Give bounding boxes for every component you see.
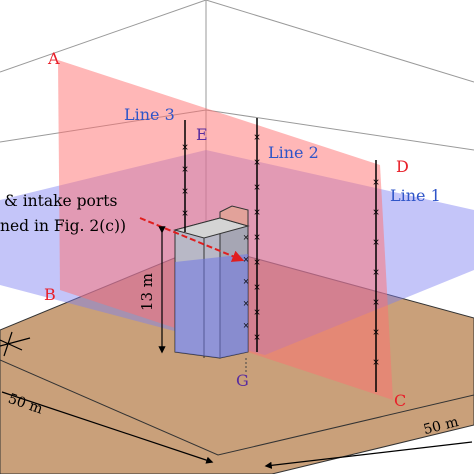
svg-text:×: × xyxy=(243,233,250,242)
svg-text:×: × xyxy=(181,165,189,175)
svg-text:×: × xyxy=(181,187,189,197)
svg-text:×: × xyxy=(372,298,380,308)
point-g-label: G xyxy=(236,371,249,390)
point-d-label: D xyxy=(396,157,409,176)
line-3-label: Line 3 xyxy=(124,105,175,124)
svg-text:×: × xyxy=(253,183,261,193)
compass-icon xyxy=(0,331,31,357)
svg-text:×: × xyxy=(243,299,250,308)
width-dimension-left-arrow xyxy=(1,391,214,464)
svg-text:×: × xyxy=(243,277,250,286)
svg-text:×: × xyxy=(253,258,261,268)
point-c-label: C xyxy=(394,391,406,410)
point-a-label: A xyxy=(47,49,60,68)
measurement-line-3: × × × × xyxy=(181,120,189,232)
measurement-line-1: × × × × × × × xyxy=(372,160,380,392)
point-b-label: B xyxy=(44,285,56,304)
svg-text:×: × xyxy=(372,358,380,368)
svg-text:×: × xyxy=(253,133,261,143)
intake-annotation-line2: ned in Fig. 2(c)) xyxy=(0,217,126,235)
svg-text:×: × xyxy=(372,208,380,218)
svg-text:×: × xyxy=(181,209,189,219)
svg-text:×: × xyxy=(372,268,380,278)
svg-text:×: × xyxy=(253,283,261,293)
svg-text:×: × xyxy=(372,178,380,188)
measurement-line-2: × × × × × × × × × xyxy=(253,118,261,352)
point-e-label: E xyxy=(196,125,208,144)
svg-text:×: × xyxy=(243,321,250,330)
svg-text:×: × xyxy=(253,333,261,343)
svg-text:×: × xyxy=(253,308,261,318)
svg-text:×: × xyxy=(372,328,380,338)
svg-text:×: × xyxy=(243,255,250,264)
svg-text:×: × xyxy=(253,158,261,168)
height-dimension-label: 13 m xyxy=(138,273,156,311)
line-2-label: Line 2 xyxy=(268,143,319,162)
building-sensor-markers: × × × × × xyxy=(243,233,250,330)
svg-text:×: × xyxy=(253,208,261,218)
building xyxy=(173,205,250,359)
intake-annotation-line1: & intake ports xyxy=(4,192,118,210)
ground-front-edge xyxy=(0,359,474,456)
intake-port-arrow xyxy=(139,217,245,262)
svg-text:×: × xyxy=(181,143,189,153)
line-1-label: Line 1 xyxy=(390,186,441,205)
svg-text:×: × xyxy=(253,233,261,243)
svg-text:×: × xyxy=(372,238,380,248)
width-dimension-right-arrow xyxy=(264,441,473,469)
